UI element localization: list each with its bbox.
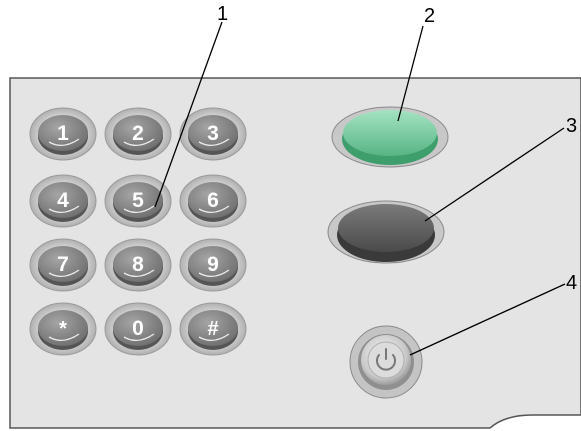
stop-button[interactable]: [327, 200, 445, 264]
key-2[interactable]: 2: [104, 107, 172, 161]
key-label: *: [59, 318, 67, 340]
power-button[interactable]: [349, 325, 423, 399]
key-1[interactable]: 1: [29, 107, 97, 161]
key-label: 4: [57, 189, 69, 212]
key-label: #: [207, 318, 218, 340]
key-label: 1: [57, 122, 69, 145]
callout-label-1: 1: [217, 3, 228, 25]
key-star[interactable]: *: [29, 302, 97, 356]
callout-line-2: [397, 25, 424, 122]
callout-line-1: [154, 21, 223, 208]
power-icon: [376, 348, 396, 371]
key-label: 5: [132, 189, 144, 212]
key-label: 8: [132, 253, 144, 276]
key-8[interactable]: 8: [104, 238, 172, 292]
key-label: 3: [207, 122, 219, 145]
start-button[interactable]: [331, 106, 449, 168]
key-label: 6: [207, 189, 219, 212]
key-9[interactable]: 9: [179, 238, 247, 292]
callout-label-2: 2: [424, 5, 435, 27]
key-6[interactable]: 6: [179, 174, 247, 228]
key-label: 7: [57, 253, 69, 276]
callout-label-4: 4: [566, 272, 577, 294]
key-0[interactable]: 0: [104, 302, 172, 356]
key-7[interactable]: 7: [29, 238, 97, 292]
key-4[interactable]: 4: [29, 174, 97, 228]
key-3[interactable]: 3: [179, 107, 247, 161]
callout-label-3: 3: [566, 115, 577, 137]
key-label: 0: [132, 317, 144, 340]
key-hash[interactable]: #: [179, 302, 247, 356]
callout-line-4: [409, 283, 566, 356]
key-5[interactable]: 5: [104, 174, 172, 228]
callout-line-3: [424, 127, 565, 222]
key-label: 2: [132, 122, 144, 145]
numeric-keypad: 1 2 3 4 5 6 7 8 9 * 0 #: [29, 107, 247, 356]
key-label: 9: [207, 253, 219, 276]
